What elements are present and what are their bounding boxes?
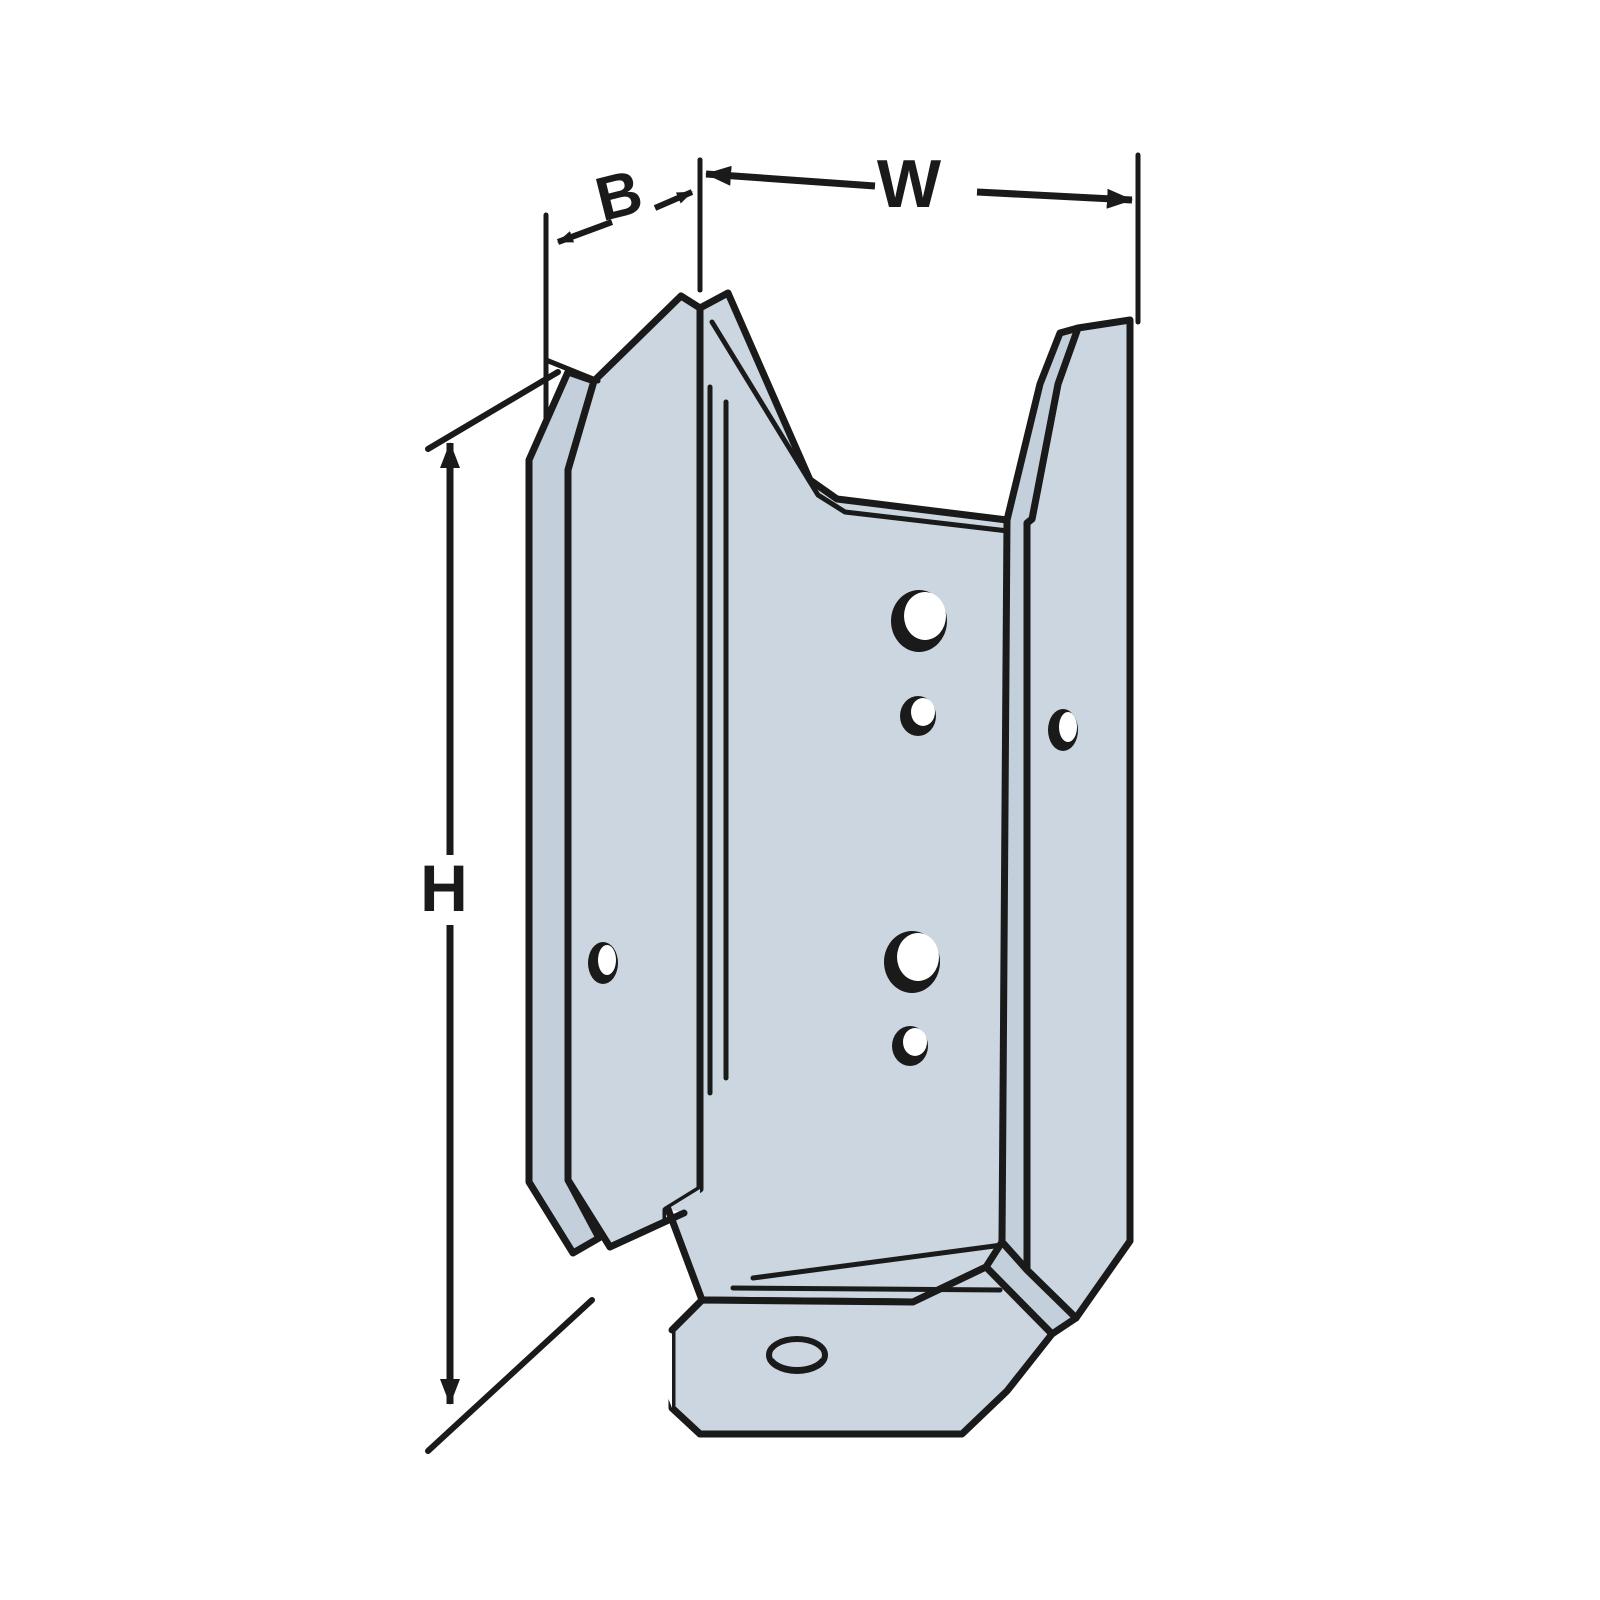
center-web-face xyxy=(662,289,1011,1306)
h-leader-line-bottom xyxy=(425,1297,595,1454)
b-dimension-label: B xyxy=(589,157,649,235)
web-hole-upper-small xyxy=(900,696,936,736)
h-leader-line-top xyxy=(425,369,561,452)
web-hole-lower-large xyxy=(884,931,940,993)
web-hole-lower-small xyxy=(892,1026,928,1066)
h-dimension-label: H xyxy=(420,851,468,925)
right-flange-top-bevel-line xyxy=(1037,330,1063,387)
left-flange-hole xyxy=(588,942,618,984)
seat-flange-fold-line xyxy=(730,1285,1003,1293)
right-flange-bottom-edge-band xyxy=(982,1238,1080,1338)
web-hole-upper-large xyxy=(891,590,947,652)
b-arrow-left xyxy=(556,219,614,245)
seat-flange-hole xyxy=(766,1336,828,1374)
web-v-notch-fold-line xyxy=(709,319,1011,534)
b-leader-line-left xyxy=(543,357,601,384)
w-dimension-label: W xyxy=(877,146,942,222)
left-bottom-notch-outline xyxy=(606,1205,706,1334)
left-flange-top-bevel-line xyxy=(591,293,684,384)
bracket-part xyxy=(525,289,1134,1438)
right-flange-hole xyxy=(1048,709,1078,751)
seat-flange-fold-line-secondary xyxy=(750,1242,1005,1281)
left-bottom-notch-wedge xyxy=(610,1209,702,1408)
left-flange-face xyxy=(564,292,704,1251)
dimension-annotations: B W H xyxy=(420,146,1141,1454)
w-arrow-right xyxy=(976,188,1133,209)
b-arrow-right xyxy=(653,189,694,211)
w-arrow-left xyxy=(705,165,876,190)
